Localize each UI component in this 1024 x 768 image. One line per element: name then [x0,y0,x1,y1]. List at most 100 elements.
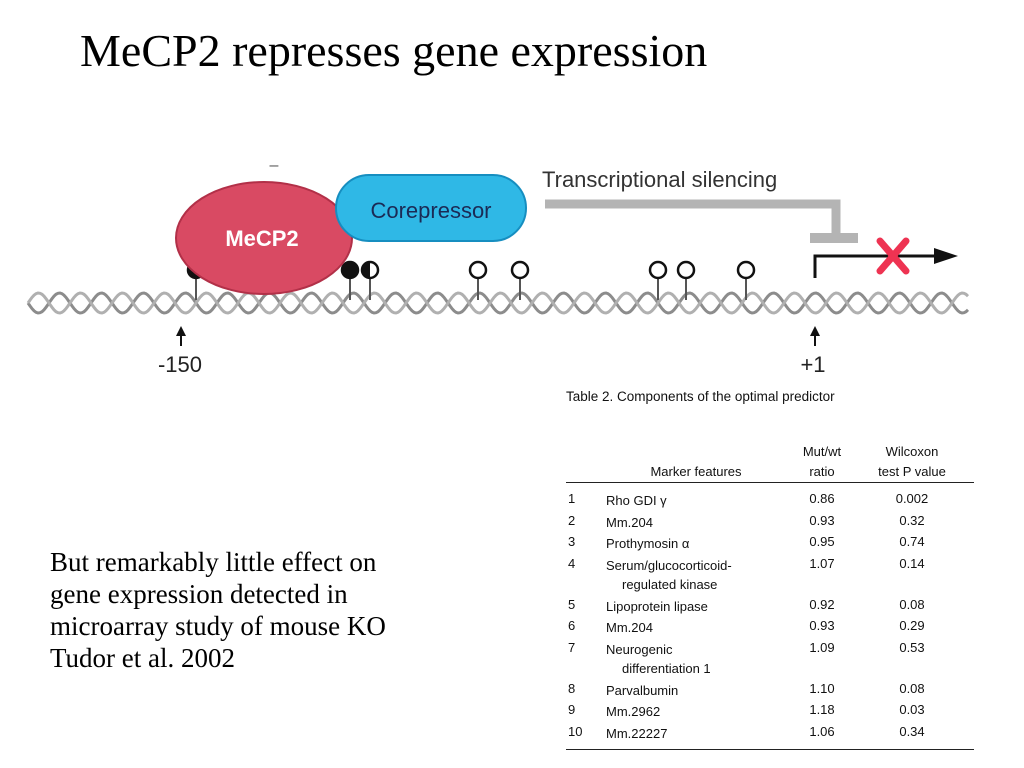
row-number: 8 [568,680,576,696]
row-feature: Mm.2962 [606,702,786,721]
corepressor-label: Corepressor [370,198,491,223]
silencing-blocker [810,233,858,243]
predictor-table: Marker features Mut/wt ratio Wilcoxon te… [566,436,974,750]
row-feature: Mm.204 [606,618,786,637]
methylation-site [468,260,488,280]
row-number: 9 [568,702,576,717]
minus-sign: – [270,157,279,174]
body-line-1: But remarkably little effect on [50,547,377,577]
row-ratio: 1.18 [809,702,835,717]
row-feature: Prothymosin α [606,534,786,553]
row-feature-line1: Neurogenic [606,641,673,657]
header-p-line2: test P value [878,464,946,479]
row-number: 4 [568,555,576,571]
methylation-site-half [362,262,370,278]
position-marker-right [810,326,820,346]
row-feature: Mm.22227 [606,724,786,743]
table-caption: Table 2. Components of the optimal predi… [566,389,835,404]
mecp2-diagram: MeCP2 – Corepressor Transcriptional sile… [26,157,970,377]
row-number: 6 [568,618,576,633]
row-ratio: 1.07 [809,555,835,571]
table-row: 2 0.93 0.32 Mm.204 [566,513,974,535]
table-row: 9 1.18 0.03 Mm.2962 [566,702,974,724]
table-row: 1 0.86 0.002 Rho GDI γ [566,491,974,513]
row-p-value: 0.53 [899,639,925,655]
row-feature-line1: Mm.204 [606,514,653,530]
row-feature-line2: differentiation 1 [622,660,711,676]
table-row: 8 1.10 0.08 Parvalbumin [566,681,974,703]
row-p-value: 0.08 [899,596,925,612]
row-feature: Parvalbumin [606,681,786,700]
header-feature: Marker features [650,464,742,479]
row-number: 1 [568,491,576,506]
dna-strand-b [26,291,970,315]
row-p-value: 0.32 [899,512,925,528]
header-ratio-line2: ratio [809,464,835,479]
body-line-4: Tudor et al. 2002 [50,643,236,673]
table-row: 5 0.92 0.08 Lipoprotein lipase [566,597,974,619]
body-line-3: microarray study of mouse KO [50,611,386,641]
row-feature-line1: Mm.204 [606,620,653,635]
dna-strand-a [26,291,970,315]
table-header: Marker features Mut/wt ratio Wilcoxon te… [566,436,974,483]
row-p-value: 0.08 [899,680,925,696]
row-ratio: 1.10 [809,680,835,696]
row-number: 10 [568,723,583,739]
methylation-site [340,260,360,280]
row-feature: Rho GDI γ [606,491,786,510]
methylation-site [648,260,668,280]
row-feature-line1: Rho GDI γ [606,493,667,508]
row-feature-line1: Lipoprotein lipase [606,598,708,614]
row-ratio: 0.92 [809,596,835,612]
row-ratio: 0.86 [809,491,835,506]
row-feature: Serum/glucocorticoid-regulated kinase [606,556,786,594]
row-feature-line1: Prothymosin α [606,536,690,551]
row-ratio: 0.95 [809,534,835,549]
body-text: But remarkably little effect on gene exp… [50,546,500,674]
row-feature-line1: Mm.22227 [606,725,668,741]
arrow-head [934,248,958,264]
row-ratio: 1.09 [809,639,835,655]
row-p-value: 0.03 [899,702,925,717]
dna-helix [26,291,970,315]
slide-title: MeCP2 represses gene expression [80,25,708,76]
row-p-value: 0.74 [899,534,925,549]
header-ratio-line1: Mut/wt [802,444,842,459]
row-p-value: 0.002 [895,491,929,506]
methylation-site [676,260,696,280]
row-feature: Mm.204 [606,513,786,532]
corepressor-shape [335,174,527,242]
table-bottom-rule [566,749,974,750]
position-marker-left [176,326,186,346]
row-p-value: 0.29 [899,618,925,633]
row-feature-line1: Serum/glucocorticoid- [606,557,732,573]
row-feature-line1: Parvalbumin [606,682,679,698]
row-number: 5 [568,596,576,612]
row-ratio: 0.93 [809,618,835,633]
methylation-site [736,260,756,280]
row-feature: Lipoprotein lipase [606,597,786,616]
position-label-left: -150 [158,352,202,377]
row-feature-line1: Mm.2962 [606,704,661,719]
methylation-site [510,260,530,280]
table-row: 6 0.93 0.29 Mm.204 [566,618,974,640]
silencing-label: Transcriptional silencing [542,167,777,192]
row-p-value: 0.34 [899,723,925,739]
row-number: 2 [568,512,576,528]
header-p-line1: Wilcoxon [885,444,939,459]
position-label-right: +1 [800,352,825,377]
row-ratio: 1.06 [809,723,835,739]
transcription-start-arrow [813,254,945,278]
table-row: 10 1.06 0.34 Mm.22227 [566,724,974,746]
blocked-x-mark [876,237,910,275]
row-feature-line2: regulated kinase [622,576,718,592]
body-line-2: gene expression detected in [50,579,348,609]
row-ratio: 0.93 [809,512,835,528]
mecp2-protein-shape [175,181,353,295]
table-row: 4 1.07 0.14 Serum/glucocorticoid-regulated … [566,556,974,597]
mecp2-label: MeCP2 [225,226,298,251]
row-p-value: 0.14 [899,555,925,571]
